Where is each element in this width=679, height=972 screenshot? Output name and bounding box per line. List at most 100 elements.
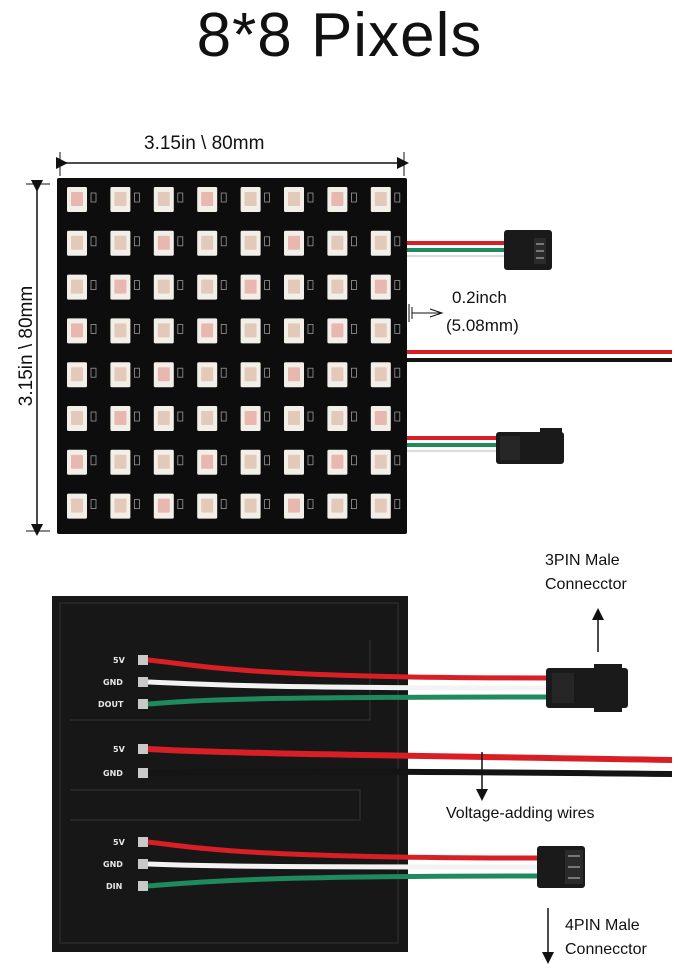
- led-pixel: [284, 449, 314, 475]
- back-output-wires: [147, 839, 541, 889]
- led-pixel: [240, 406, 271, 431]
- top-output-wires: [407, 436, 500, 453]
- back-4pin-connector: [537, 846, 585, 888]
- pitch-label-inch: 0.2inch: [452, 288, 507, 307]
- top-3pin-connector: [504, 230, 552, 270]
- led-pixel: [240, 187, 271, 212]
- led-pixel: [153, 230, 184, 256]
- led-pixel: [284, 406, 314, 431]
- led-pixel: [240, 274, 271, 300]
- led-pixel: [240, 449, 271, 475]
- led-pixel: [327, 187, 357, 212]
- pad-label-bottom-5v: 5V: [113, 838, 125, 847]
- back-power-wires: [147, 746, 673, 777]
- height-dimension-arrow: [26, 180, 50, 536]
- led-pixel: [197, 493, 227, 519]
- pad-label-bottom-gnd: GND: [103, 860, 123, 869]
- led-pixel: [284, 318, 314, 344]
- page-title: 8*8 Pixels: [196, 1, 483, 70]
- width-dimension-label: 3.15in \ 80mm: [144, 133, 265, 154]
- led-pixel: [197, 274, 227, 300]
- solder-pads: [138, 655, 148, 891]
- pad-label-top-gnd: GND: [103, 678, 123, 687]
- led-pixel: [370, 362, 401, 388]
- led-pixel: [370, 406, 401, 431]
- led-pixel: [110, 493, 140, 519]
- connector-3pin-label-line2: Connecctor: [545, 576, 627, 593]
- top-input-wires: [407, 241, 506, 258]
- led-pixel: [370, 449, 401, 475]
- led-pixel: [153, 187, 184, 212]
- led-pixel: [240, 230, 271, 256]
- led-pixel: [67, 187, 97, 212]
- led-pixel: [240, 318, 271, 344]
- led-pixel: [284, 230, 314, 256]
- led-pixel: [67, 274, 97, 300]
- led-pixel: [110, 274, 140, 300]
- connector-3pin-label: 3PIN Male: [545, 552, 620, 569]
- pad-label-middle-5v: 5V: [113, 745, 125, 754]
- led-pixel: [197, 406, 227, 431]
- led-pixel: [197, 318, 227, 344]
- led-pixel: [284, 274, 314, 300]
- back-input-wires: [147, 657, 549, 707]
- led-matrix-pcb: [57, 178, 407, 534]
- led-pixel: [370, 493, 401, 519]
- led-pixel: [110, 230, 140, 256]
- led-pixel: [67, 362, 97, 388]
- led-pixel: [197, 187, 227, 212]
- top-output-connector: [496, 428, 564, 464]
- led-pixel: [370, 230, 401, 256]
- led-pixel: [284, 362, 314, 388]
- width-dimension-arrow: [56, 152, 409, 176]
- voltage-wires-label: Voltage-adding wires: [446, 805, 595, 822]
- pitch-label-mm: (5.08mm): [446, 316, 519, 335]
- led-pixel: [67, 449, 97, 475]
- pad-label-middle-gnd: GND: [103, 769, 123, 778]
- led-matrix-board: [57, 178, 407, 534]
- led-pixel: [284, 187, 314, 212]
- led-pixel: [153, 274, 184, 300]
- led-pixel: [110, 187, 140, 212]
- height-dimension-label: 3.15in \ 80mm: [16, 285, 37, 407]
- led-pixel: [110, 406, 140, 431]
- led-pixel: [153, 362, 184, 388]
- led-pixel: [370, 187, 401, 212]
- back-3pin-connector: [546, 664, 628, 712]
- led-pixel: [370, 274, 401, 300]
- led-pixel: [153, 406, 184, 431]
- led-pixel: [197, 362, 227, 388]
- led-pixel: [67, 230, 97, 256]
- led-pixel: [67, 493, 97, 519]
- led-pixel: [197, 449, 227, 475]
- led-pixel: [110, 318, 140, 344]
- led-pixel: [284, 493, 314, 519]
- pitch-indicator: [408, 304, 444, 322]
- led-pixel: [153, 318, 184, 344]
- led-pixel: [370, 318, 401, 344]
- connector-4pin-label: 4PIN Male: [565, 917, 640, 934]
- led-pixel: [327, 406, 357, 431]
- led-pixel: [240, 493, 271, 519]
- led-pixel: [327, 449, 357, 475]
- pad-label-top-dout: DOUT: [98, 700, 124, 709]
- led-pixel: [110, 362, 140, 388]
- top-power-wires: [407, 350, 672, 362]
- led-pixel: [240, 362, 271, 388]
- pad-label-bottom-din: DIN: [106, 882, 123, 891]
- led-pixel: [327, 362, 357, 388]
- board-back-view: [52, 596, 673, 952]
- led-pixel: [327, 274, 357, 300]
- led-grid: [67, 187, 401, 519]
- connector-4pin-label-line2: Connecctor: [565, 941, 647, 958]
- led-pixel: [67, 318, 97, 344]
- led-pixel: [327, 318, 357, 344]
- led-pixel: [327, 230, 357, 256]
- led-pixel: [153, 493, 184, 519]
- led-pixel: [110, 449, 140, 475]
- led-pixel: [197, 230, 227, 256]
- led-pixel: [327, 493, 357, 519]
- led-pixel: [153, 449, 184, 475]
- pad-label-top-5v: 5V: [113, 656, 125, 665]
